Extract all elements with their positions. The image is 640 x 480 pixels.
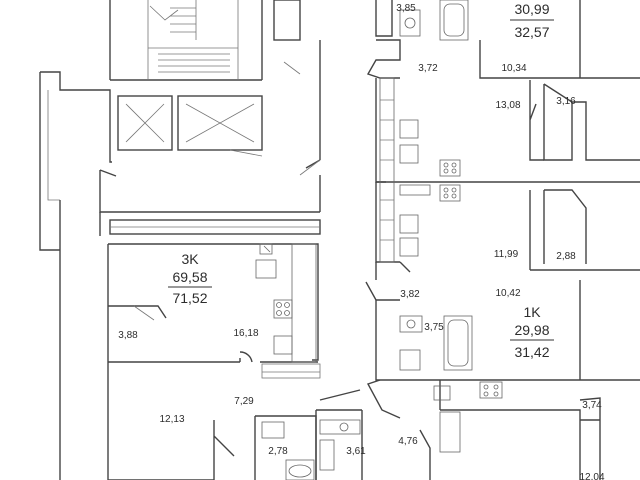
room-area-3k-kitchen: 16,18 — [233, 328, 258, 339]
room-area-3k-balcony: 3,88 — [118, 330, 138, 341]
right-block-kitchens — [379, 77, 461, 263]
apartment-3k-code: 3K — [181, 251, 199, 267]
apartment-top-total-area: 32,57 — [514, 24, 549, 40]
room-area-right-balcony-1: 3,16 — [556, 96, 576, 107]
apartment-3k-kitchen — [255, 243, 317, 363]
apartment-3k-walls — [107, 243, 363, 480]
apartment-3k-total-area: 71,52 — [172, 290, 207, 306]
room-area-3k-lobby: 4,76 — [398, 436, 418, 447]
room-area-bottom-right-balcony: 3,74 — [582, 400, 602, 411]
room-area-1k-bath: 3,75 — [424, 322, 444, 333]
room-area-1k-kitchen: 10,42 — [495, 288, 520, 299]
room-area-right-room-1: 13,08 — [495, 100, 520, 111]
room-area-3k-wc: 2,78 — [268, 446, 288, 457]
room-area-right-balcony-2: 2,88 — [556, 251, 576, 262]
apartment-1k-living-area: 29,98 — [514, 322, 549, 338]
room-area-3k-bath: 3,61 — [346, 446, 366, 457]
room-area-3k-hall: 7,29 — [234, 396, 254, 407]
corridor-walls — [39, 40, 321, 480]
room-area-top-hall: 3,72 — [418, 63, 438, 74]
apartment-3k-bathroom — [261, 419, 361, 480]
room-area-top-kitchen: 10,34 — [501, 63, 526, 74]
room-area-3k-bedroom: 12,13 — [159, 414, 184, 425]
apartment-3k-living-area: 69,58 — [172, 269, 207, 285]
room-area-right-room-2: 11,99 — [494, 249, 519, 260]
room-area-top-bath: 3,85 — [396, 3, 416, 14]
stair-core — [109, 0, 301, 81]
room-area-bottom-right-room: 12,04 — [579, 472, 604, 480]
apartment-top-living-area: 30,99 — [514, 1, 549, 17]
apartment-1k-code: 1K — [523, 304, 541, 320]
room-area-1k-hall: 3,82 — [400, 289, 420, 300]
right-block-walls — [365, 0, 640, 480]
elevator-shafts — [117, 95, 263, 157]
right-block-bathrooms — [399, 0, 503, 453]
apartment-1k-total-area: 31,42 — [514, 344, 549, 360]
